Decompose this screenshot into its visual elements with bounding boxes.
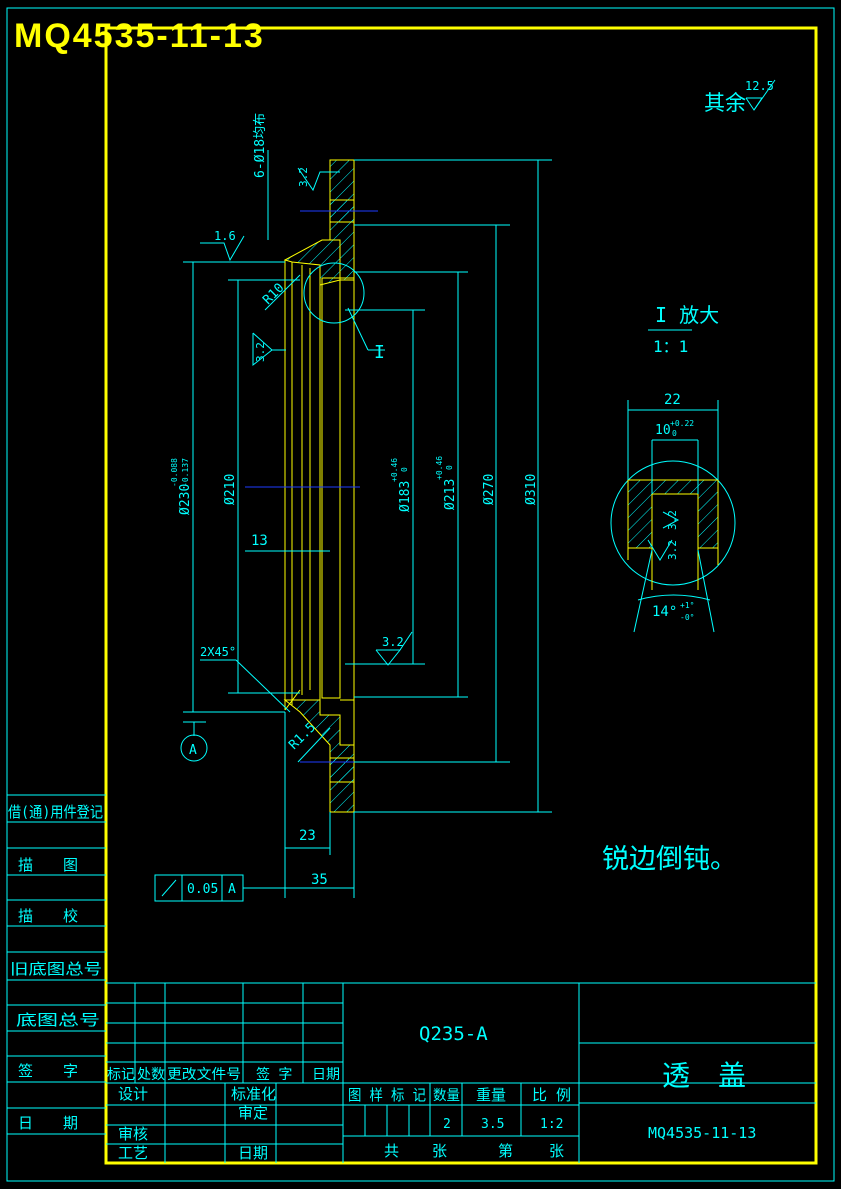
outer-frame <box>6 7 835 1182</box>
svg-text:旧底图总号: 旧底图总号 <box>10 960 102 978</box>
svg-text:重量: 重量 <box>476 1086 506 1104</box>
title-block: 标记 处数 更改文件号 签 字 日期 设计 标准化 审定 审核 工艺 日期 Q2… <box>106 982 816 1163</box>
svg-text:-0.088: -0.088 <box>170 458 179 487</box>
svg-text:共: 共 <box>384 1142 399 1160</box>
tolerance-datum: A <box>228 882 236 897</box>
quantity: 2 <box>443 1117 451 1132</box>
svg-text:更改文件号: 更改文件号 <box>167 1067 241 1083</box>
svg-text:+1°: +1° <box>680 601 694 610</box>
svg-text:+0.46: +0.46 <box>435 456 444 480</box>
detail-view: I 放大 1：1 22 10 +0.22 0 3.2 3.2 14° +1° -… <box>610 303 736 633</box>
svg-text:0: 0 <box>400 467 409 472</box>
svg-text:0: 0 <box>445 465 454 470</box>
svg-text:3.2: 3.2 <box>254 342 267 362</box>
svg-text:标记: 标记 <box>107 1067 135 1083</box>
main-section-view: I Ø310 Ø270 Ø213 +0.46 0 Ø183 +0.46 0 Ø2… <box>154 113 552 902</box>
svg-text:+0.46: +0.46 <box>390 458 399 482</box>
svg-text:签 字: 签 字 <box>18 1062 78 1080</box>
svg-text:0: 0 <box>672 429 677 438</box>
scale: 1:2 <box>540 1117 563 1132</box>
svg-text:14°: 14° <box>652 604 677 620</box>
weight: 3.5 <box>481 1117 504 1132</box>
dim-holes: 6-Ø18均布 <box>253 113 268 178</box>
svg-text:10: 10 <box>655 423 671 438</box>
dim-d210: Ø210 <box>223 474 238 505</box>
inner-frame <box>104 26 818 1165</box>
svg-text:I: I <box>374 342 385 363</box>
svg-text:日期: 日期 <box>312 1067 340 1083</box>
svg-text:标准化: 标准化 <box>231 1085 276 1103</box>
svg-text:签 字: 签 字 <box>256 1066 292 1083</box>
svg-text:其余: 其余 <box>704 91 746 115</box>
svg-text:工艺: 工艺 <box>118 1144 148 1162</box>
svg-text:第: 第 <box>498 1142 513 1160</box>
svg-text:描 校: 描 校 <box>18 907 78 925</box>
dim-d213: Ø213 <box>443 479 458 510</box>
svg-text:底图总号: 底图总号 <box>16 1011 100 1029</box>
svg-text:3.2: 3.2 <box>666 540 679 560</box>
detail-title: I 放大 <box>655 303 719 327</box>
svg-text:-0.137: -0.137 <box>181 458 190 487</box>
svg-text:张: 张 <box>432 1142 447 1160</box>
svg-text:2X45°: 2X45° <box>200 645 236 659</box>
svg-text:日 期: 日 期 <box>18 1114 78 1132</box>
svg-text:-0°: -0° <box>680 613 694 622</box>
svg-text:23: 23 <box>299 828 316 844</box>
svg-text:审核: 审核 <box>118 1125 148 1143</box>
svg-text:审定: 审定 <box>238 1104 268 1122</box>
left-registration-column: 借(通)用件登记 描 图 描 校 旧底图总号 底图总号 签 字 日 期 <box>7 794 106 1135</box>
datum-label: A <box>189 743 197 758</box>
svg-text:3.2: 3.2 <box>382 635 404 649</box>
svg-text:数量: 数量 <box>433 1088 460 1104</box>
dim-d230: Ø230 <box>178 484 193 515</box>
drawing-number-banner: MQ4535-11-13 <box>14 17 265 55</box>
material: Q235-A <box>419 1023 488 1045</box>
svg-text:日期: 日期 <box>238 1144 268 1162</box>
svg-text:描 图: 描 图 <box>18 856 78 874</box>
dim-d310: Ø310 <box>524 474 539 505</box>
svg-text:张: 张 <box>549 1142 564 1160</box>
svg-text:借(通)用件登记: 借(通)用件登记 <box>8 803 103 821</box>
tolerance-value: 0.05 <box>187 882 218 897</box>
svg-text:R10: R10 <box>260 281 287 308</box>
part-name: 透 盖 <box>662 1059 746 1092</box>
svg-text:图 样 标 记: 图 样 标 记 <box>348 1086 426 1104</box>
svg-text:13: 13 <box>251 533 268 549</box>
dim-d183: Ø183 <box>398 481 413 512</box>
svg-text:22: 22 <box>664 392 681 408</box>
deburr-note: 锐边倒钝。 <box>602 844 737 875</box>
surface-roughness-note: 其余 12.5 <box>704 79 776 115</box>
svg-text:3.2: 3.2 <box>666 510 679 530</box>
svg-text:3.2: 3.2 <box>297 167 310 187</box>
svg-text:35: 35 <box>311 872 328 888</box>
drawing-number: MQ4535-11-13 <box>648 1124 756 1142</box>
svg-text:比 例: 比 例 <box>532 1086 571 1104</box>
svg-text:+0.22: +0.22 <box>670 419 694 428</box>
svg-text:12.5: 12.5 <box>745 79 774 93</box>
svg-text:处数: 处数 <box>137 1067 165 1083</box>
detail-scale: 1：1 <box>653 337 688 356</box>
svg-text:1.6: 1.6 <box>214 229 236 243</box>
dim-d270: Ø270 <box>482 474 497 505</box>
svg-text:设计: 设计 <box>118 1085 148 1103</box>
